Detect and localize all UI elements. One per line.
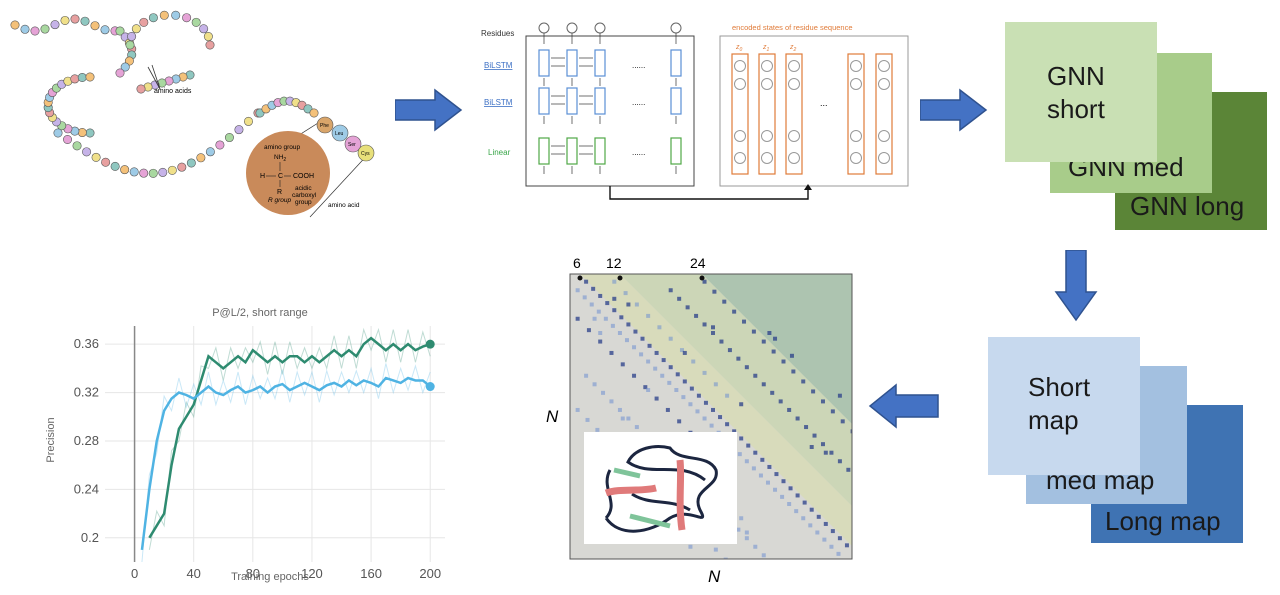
nh2-label: NH2 — [274, 154, 286, 163]
x-tick-label: 0 — [131, 566, 138, 581]
row-label-bilstm-2: BiLSTM — [484, 98, 513, 107]
y-tick-label: 0.24 — [74, 481, 99, 496]
amino-acid-magnified-circle — [246, 131, 330, 215]
r-label: R — [277, 189, 282, 196]
h-label: H — [260, 173, 265, 180]
bilstm-architecture-diagram: Residues BiLSTM BiLSTM Linear ...... ...… — [481, 22, 909, 200]
residues-label: Residues — [481, 29, 514, 38]
y-tick-label: 0.28 — [74, 433, 99, 448]
row-label-linear: Linear — [488, 148, 511, 157]
svg-text:Leu: Leu — [335, 131, 344, 137]
band-medium — [620, 274, 852, 506]
protein-chain-diagram: amino acids amino group NH2 H C COOH R a… — [10, 10, 375, 218]
series-end-point-1 — [425, 382, 435, 392]
y-axis-label: Precision — [45, 417, 57, 462]
svg-text:Ser: Ser — [348, 142, 356, 148]
protein-structure-inset — [584, 432, 737, 544]
bottom-axis-label: N — [708, 567, 721, 586]
arrow-left — [868, 383, 939, 429]
cooh-label: COOH — [293, 173, 314, 180]
c-label: C — [278, 173, 283, 180]
group-label: group — [295, 199, 312, 206]
feedback-connector — [609, 186, 809, 200]
lstm-dots-3: ...... — [632, 148, 645, 157]
arrow-right-2 — [920, 88, 988, 132]
encoded-col-dots: ... — [820, 98, 828, 108]
band-long — [702, 274, 852, 424]
long-map-label: Long map — [1105, 506, 1221, 536]
y-tick-label: 0.2 — [81, 530, 99, 545]
left-axis-label: N — [546, 407, 559, 426]
arrow-down — [1054, 250, 1098, 322]
contact-map-diagram: 6 12 24 N N — [546, 255, 853, 586]
svg-text:Phe: Phe — [320, 123, 329, 129]
tick-label-12: 12 — [606, 255, 622, 271]
series-end-point-0 — [425, 339, 435, 349]
amino-acid-label: amino acid — [328, 202, 360, 209]
x-tick-label: 40 — [186, 566, 200, 581]
amino-acids-label: amino acids — [154, 88, 192, 95]
x-tick-label: 200 — [419, 566, 441, 581]
encoded-frame — [719, 35, 909, 187]
gnn-short-label: GNN short — [1047, 61, 1105, 124]
r-group-label: R group — [268, 197, 292, 204]
lstm-dots-2: ...... — [632, 98, 645, 107]
series-line-1 — [140, 376, 432, 551]
z0-label: z0 — [735, 44, 743, 53]
z1-label: z1 — [762, 44, 770, 53]
acidic-label: acidic — [295, 185, 312, 192]
tick-label-6: 6 — [573, 255, 581, 271]
x-tick-label: 160 — [360, 566, 382, 581]
lstm-frame — [525, 35, 695, 187]
lstm-dots-1: ...... — [632, 61, 645, 70]
arrow-right-1 — [395, 88, 463, 132]
precision-line-chart: P@L/2, short range 0.2 0.24 0.28 0.32 0.36 0… — [45, 307, 445, 583]
svg-text:Cys: Cys — [361, 151, 370, 157]
x-tick-label: 80 — [246, 566, 260, 581]
row-label-bilstm-1: BiLSTM — [484, 61, 513, 70]
tick-label-24: 24 — [690, 255, 706, 271]
encoded-title: encoded states of residue sequence — [732, 23, 853, 32]
carboxyl-label: carboxyl — [292, 192, 317, 199]
gnn-long-label: GNN long — [1130, 191, 1245, 221]
gnn-short-card: GNN short — [1005, 22, 1157, 162]
series-line-0 — [148, 336, 431, 539]
y-tick-label: 0.32 — [74, 385, 99, 400]
chart-title: P@L/2, short range — [212, 307, 308, 319]
y-tick-label: 0.36 — [74, 336, 99, 351]
z2-label: z2 — [789, 44, 797, 53]
short-map-card: Short map — [988, 337, 1140, 475]
band-short — [580, 274, 852, 546]
x-tick-label: 120 — [301, 566, 323, 581]
short-map-label: Short map — [1028, 372, 1091, 435]
highlighted-beads: Phe Leu Ser Cys — [316, 116, 375, 162]
amino-group-label: amino group — [264, 144, 301, 151]
x-axis-label: Training epochs — [231, 571, 309, 583]
